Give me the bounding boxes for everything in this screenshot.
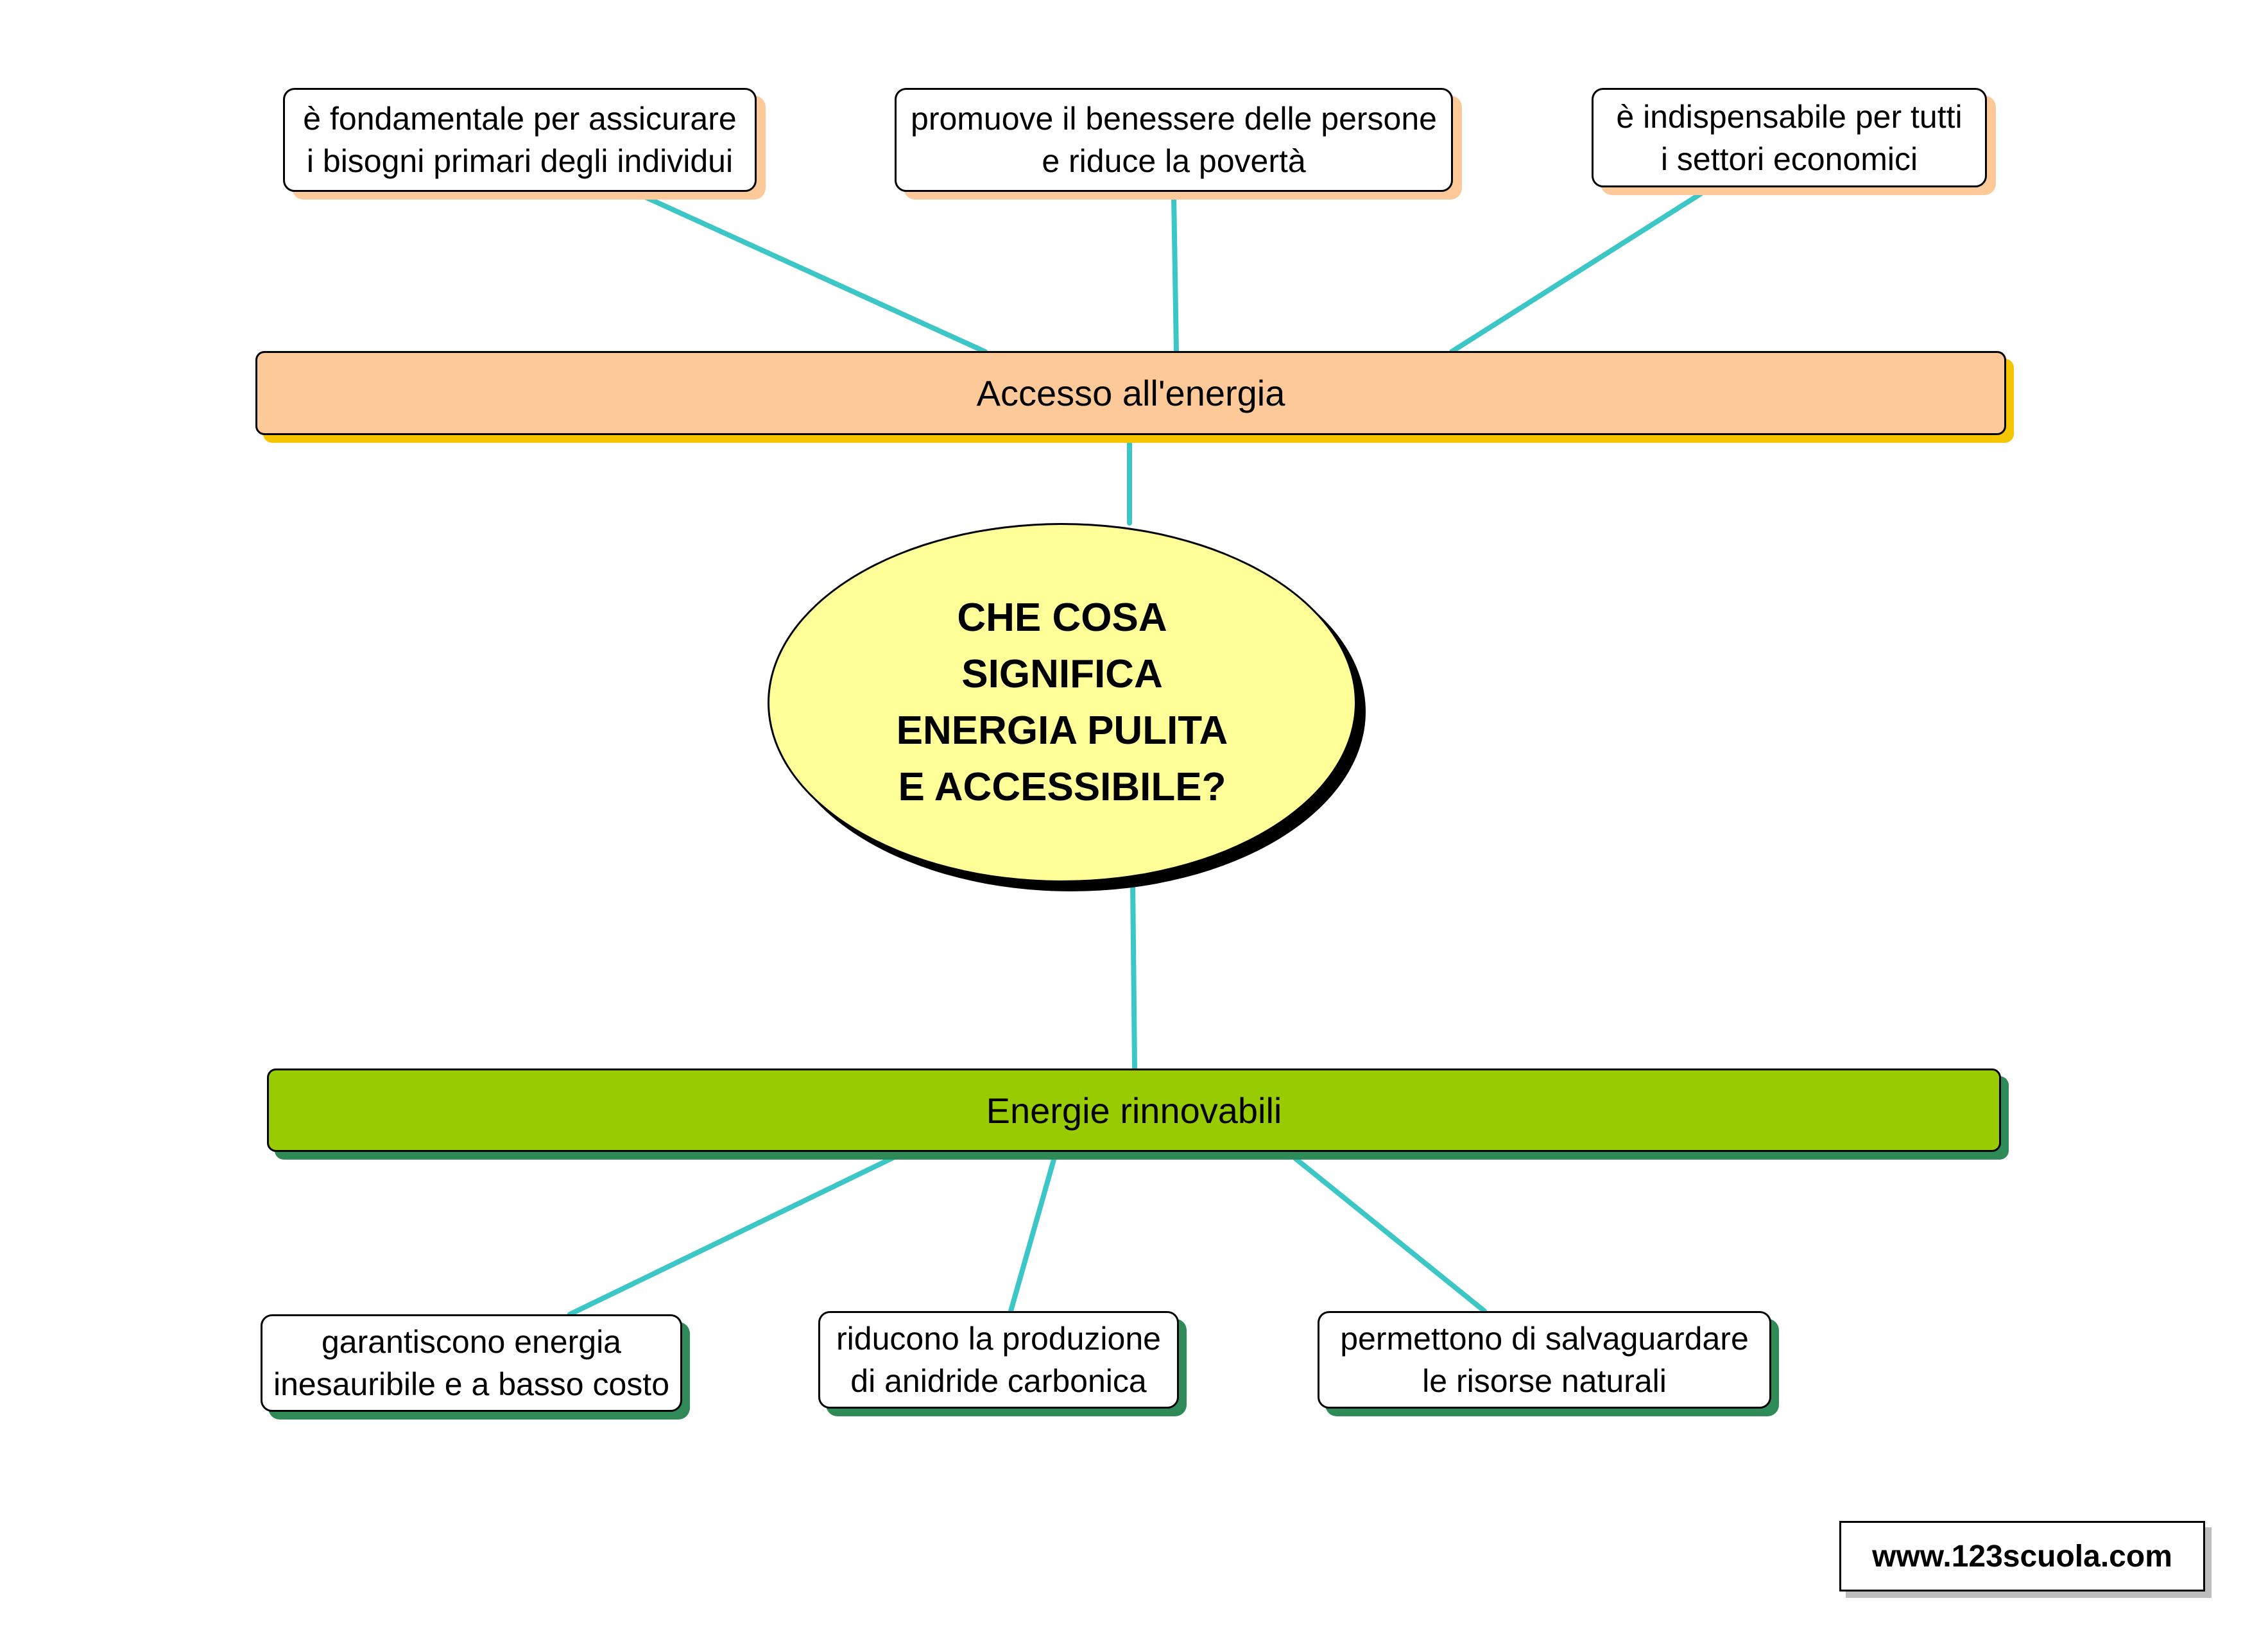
- website-link-text: www.123scuola.com: [1872, 1539, 2172, 1574]
- access-item-2-line-2: e riduce la povertà: [1042, 143, 1306, 179]
- connector-access-item-3: [1449, 191, 1703, 354]
- connector-renewable-item-1: [567, 1153, 901, 1317]
- central-question-line-1: CHE COSA: [957, 596, 1167, 640]
- renewable-item-2-line-2: di anidride carbonica: [850, 1363, 1147, 1399]
- connector-access-item-2: [1171, 194, 1179, 354]
- access-item-2: promuove il benessere delle persone e ri…: [895, 88, 1453, 192]
- central-question-line-2: SIGNIFICA: [961, 652, 1163, 696]
- connector-renewable-item-2: [1008, 1153, 1058, 1314]
- connector-access-item-1: [641, 194, 988, 354]
- central-question: CHE COSA SIGNIFICA ENERGIA PULITA E ACCE…: [768, 523, 1357, 882]
- access-energy-label: Accesso all'energia: [976, 373, 1285, 413]
- renewable-item-3-line-1: permettono di salvaguardare: [1340, 1321, 1749, 1357]
- access-item-1-line-1: è fondamentale per assicurare: [303, 101, 737, 137]
- access-item-1: è fondamentale per assicurare i bisogni …: [283, 88, 757, 192]
- renewable-energy-bar: Energie rinnovabili: [267, 1068, 2001, 1152]
- renewable-item-3-line-2: le risorse naturali: [1422, 1363, 1667, 1399]
- access-item-3-line-1: è indispensabile per tutti: [1616, 98, 1963, 135]
- renewable-item-3: permettono di salvaguardare le risorse n…: [1318, 1311, 1771, 1409]
- renewable-item-1: garantiscono energia inesauribile e a ba…: [261, 1314, 682, 1412]
- renewable-item-1-line-1: garantiscono energia: [322, 1324, 621, 1360]
- access-item-3: è indispensabile per tutti i settori eco…: [1592, 88, 1987, 187]
- renewable-energy-label: Energie rinnovabili: [986, 1090, 1282, 1131]
- renewable-item-2: riducono la produzione di anidride carbo…: [818, 1311, 1179, 1409]
- renewable-item-2-line-1: riducono la produzione: [836, 1321, 1161, 1357]
- access-item-3-line-2: i settori economici: [1660, 141, 1918, 177]
- central-question-line-4: E ACCESSIBILE?: [898, 765, 1226, 809]
- central-question-line-3: ENERGIA PULITA: [896, 708, 1228, 753]
- connector-center-renewable: [1130, 880, 1137, 1071]
- access-energy-bar: Accesso all'energia: [255, 351, 2006, 435]
- website-link[interactable]: www.123scuola.com: [1839, 1521, 2205, 1592]
- connector-renewable-item-3: [1289, 1153, 1487, 1314]
- access-item-1-line-2: i bisogni primari degli individui: [306, 143, 734, 179]
- access-item-2-line-1: promuove il benessere delle persone: [911, 101, 1437, 137]
- renewable-item-1-line-2: inesauribile e a basso costo: [273, 1366, 670, 1402]
